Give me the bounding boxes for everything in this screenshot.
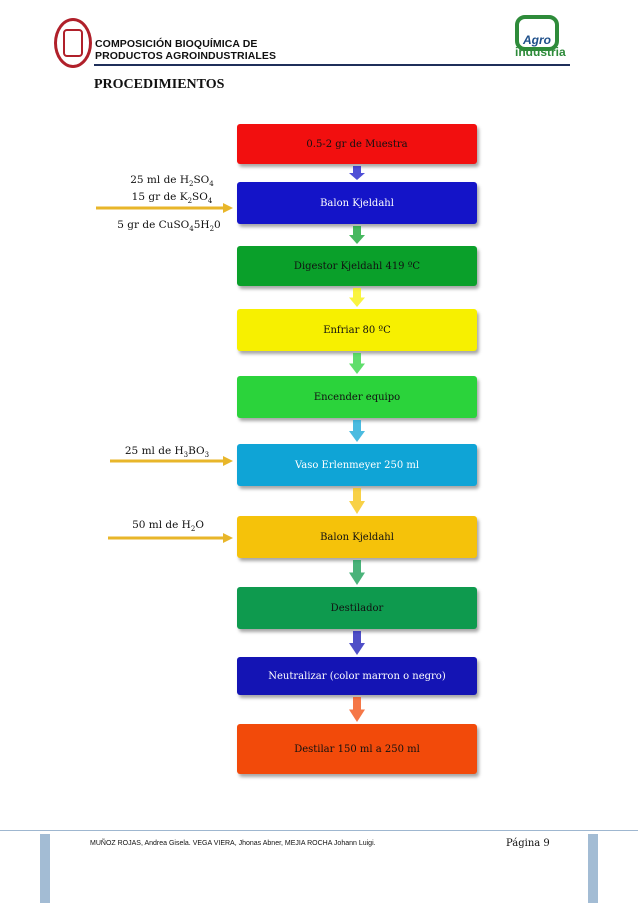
flow-arrow: [349, 560, 365, 585]
logo-text-top: Agro: [523, 33, 551, 47]
footer-authors: MUÑOZ ROJAS, Andrea Gisela. VEGA VIERA, …: [90, 840, 376, 847]
flow-arrow: [349, 697, 365, 722]
flow-step-label: Digestor Kjeldahl 419 ºC: [293, 260, 421, 272]
reagent-line: 25 ml de H2SO4: [130, 174, 214, 189]
gear-icon: [515, 15, 559, 51]
reagents-block-a-line3: 5 gr de CuSO45H20: [117, 219, 221, 234]
flow-step-label: Vaso Erlenmeyer 250 ml: [294, 459, 420, 471]
flow-step-label: Balon Kjeldahl: [320, 197, 394, 209]
flow-step-label: Enfriar 80 ºC: [323, 324, 391, 336]
header-rule: [94, 64, 570, 66]
section-title: PROCEDIMIENTOS: [94, 77, 225, 92]
flow-arrow: [349, 353, 365, 374]
flow-step: Destilar 150 ml a 250 ml: [237, 724, 477, 774]
flow-arrow: [349, 288, 365, 307]
logo-text-bottom: industria: [515, 45, 566, 59]
flow-step-label: Encender equipo: [313, 391, 401, 403]
flow-step: 0.5-2 gr de Muestra: [237, 124, 477, 164]
flow-step-label: Destilar 150 ml a 250 ml: [294, 743, 420, 755]
footer-left-bar: [40, 834, 50, 903]
flow-step: Enfriar 80 ºC: [237, 309, 477, 351]
flow-step: Neutralizar (color marron o negro): [237, 657, 477, 695]
flow-arrow: [349, 631, 365, 655]
flow-step: Digestor Kjeldahl 419 ºC: [237, 246, 477, 286]
flow-step: Balon Kjeldahl: [237, 516, 477, 558]
agroindustria-logo: Agro industria: [513, 13, 573, 61]
flow-step-label: 0.5-2 gr de Muestra: [306, 138, 408, 150]
flow-arrow: [349, 420, 365, 442]
flow-step-label: Destilador: [330, 602, 384, 614]
flow-step-label: Balon Kjeldahl: [320, 531, 394, 543]
flow-step: Balon Kjeldahl: [237, 182, 477, 224]
reagent-line: 15 gr de K2SO4: [131, 191, 213, 206]
footer-rule: [0, 830, 638, 831]
footer-right-bar: [588, 834, 598, 903]
flow-arrow: [349, 488, 365, 514]
page-number: Página 9: [506, 838, 550, 849]
flow-step-label: Neutralizar (color marron o negro): [268, 670, 446, 682]
reagents-block-a: 25 ml de H2SO4 15 gr de K2SO4: [112, 174, 232, 208]
flow-arrow: [349, 166, 365, 180]
reagent-block-b: 25 ml de H3BO3: [124, 445, 210, 460]
header-title-line2: PRODUCTOS AGROINDUSTRIALES: [95, 50, 277, 62]
flow-step: Destilador: [237, 587, 477, 629]
flow-step: Vaso Erlenmeyer 250 ml: [237, 444, 477, 486]
flow-step: Encender equipo: [237, 376, 477, 418]
flow-arrow: [349, 226, 365, 244]
reagent-block-c: 50 ml de H2O: [132, 519, 204, 534]
header-title-line1: COMPOSICIÓN BIOQUÍMICA DE: [95, 38, 258, 50]
university-seal-icon: [54, 18, 92, 68]
